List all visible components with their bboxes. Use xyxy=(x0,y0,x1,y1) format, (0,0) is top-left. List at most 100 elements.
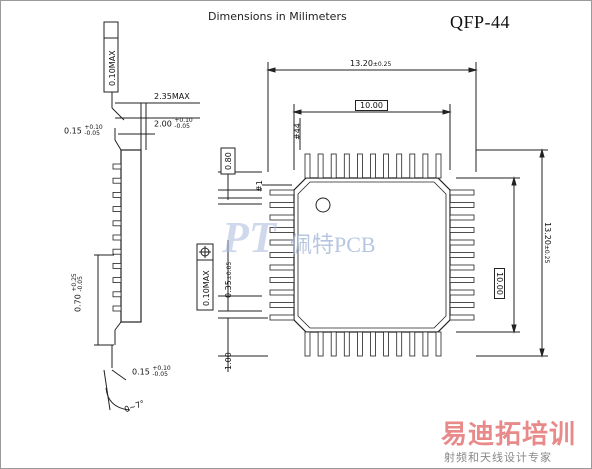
brand-tagline: 射频和天线设计专家 xyxy=(444,451,552,464)
lead-length-label: 1.00 xyxy=(224,352,233,370)
top-lead xyxy=(396,153,403,179)
lead-width-tol: ±0.05 xyxy=(226,261,233,281)
left-lead xyxy=(269,302,295,308)
side-lead xyxy=(112,277,122,284)
overall-height-tol: ±0.25 xyxy=(543,244,550,264)
bottom-lead xyxy=(356,331,363,357)
side-lead xyxy=(112,248,122,255)
side-lead xyxy=(112,262,122,269)
left-lead xyxy=(269,289,295,296)
foot-length-value: 0.70 xyxy=(73,294,83,312)
foot-tol-dn: -0.05 xyxy=(77,276,84,292)
top-lead xyxy=(422,153,429,179)
foot-length-label: 0.70 +0.25 -0.05 xyxy=(71,273,84,312)
right-lead xyxy=(449,289,475,296)
standoff-label: 0.15 +0.10 -0.05 xyxy=(64,125,103,137)
right-lead xyxy=(449,264,475,271)
lead-thickness-value: 0.15 xyxy=(132,367,150,377)
standoff-value: 0.15 xyxy=(64,126,82,136)
pin1-label: #1 xyxy=(255,180,264,192)
standoff-tol-dn: -0.05 xyxy=(84,130,100,137)
overall-width-label: 13.20±0.25 xyxy=(350,59,391,68)
left-lead xyxy=(269,277,295,283)
height-max-label: 2.35MAX xyxy=(154,92,190,101)
lead-thickness-label: 0.15 +0.10 -0.05 xyxy=(132,366,171,378)
bottom-lead xyxy=(304,331,311,357)
top-lead xyxy=(409,153,416,179)
bottom-lead xyxy=(409,331,416,357)
left-lead xyxy=(269,239,295,246)
side-lead xyxy=(112,234,122,241)
top-lead xyxy=(343,153,350,179)
right-lead xyxy=(449,277,475,283)
position-tolerance-label: 0.10MAX xyxy=(202,270,211,306)
body-height-top-label: 10.00 xyxy=(494,268,505,299)
side-lead xyxy=(112,177,122,184)
lead-thickness-tol-up: +0.10 xyxy=(152,365,171,372)
body-height-tol-up: +0.10 xyxy=(174,117,193,124)
left-lead xyxy=(269,189,295,196)
left-lead xyxy=(269,214,295,221)
bottom-lead xyxy=(383,331,390,357)
bottom-lead xyxy=(396,331,403,357)
brand-logo-text: 易迪拓培训 xyxy=(441,420,577,450)
overall-width-tol: ±0.25 xyxy=(372,61,392,68)
top-lead xyxy=(356,153,363,179)
right-lead xyxy=(449,202,475,208)
right-lead xyxy=(449,189,475,196)
side-leads xyxy=(112,163,122,312)
top-leads xyxy=(269,153,475,357)
top-lead xyxy=(383,153,390,179)
side-view xyxy=(94,21,200,411)
side-lead xyxy=(112,163,122,170)
top-lead xyxy=(330,153,337,179)
right-lead xyxy=(449,302,475,308)
watermark-logo: PT xyxy=(222,213,276,262)
bottom-lead xyxy=(343,331,350,357)
lead-width-label: 0.35±0.05 xyxy=(224,262,233,298)
top-lead xyxy=(317,153,324,179)
lead-thickness-tol-dn: -0.05 xyxy=(152,371,168,378)
left-lead xyxy=(269,252,295,258)
right-lead xyxy=(449,214,475,221)
body-height-value: 2.00 xyxy=(154,119,172,129)
right-lead xyxy=(449,239,475,246)
bottom-lead xyxy=(422,331,429,357)
right-lead xyxy=(449,314,475,321)
body-height-tol-dn: -0.05 xyxy=(174,123,190,130)
flatness-tolerance-label: 0.10MAX xyxy=(108,50,117,86)
right-lead xyxy=(449,227,475,233)
bottom-lead xyxy=(330,331,337,357)
side-lead xyxy=(112,191,122,198)
left-lead xyxy=(269,227,295,233)
body-height-label: 2.00 +0.10 -0.05 xyxy=(154,118,193,130)
watermark-text: 佩特PCB xyxy=(290,232,376,257)
lead-width-value: 0.35 xyxy=(224,280,233,298)
drawing-title: Dimensions in Milimeters xyxy=(208,10,347,23)
pitch-box xyxy=(220,147,236,175)
flatness-tolerance-box xyxy=(103,21,119,93)
bottom-lead xyxy=(435,331,442,357)
top-lead xyxy=(304,153,311,179)
package-name: QFP-44 xyxy=(450,12,511,32)
top-lead xyxy=(370,153,376,179)
overall-height-label: 13.20±0.25 xyxy=(543,222,552,263)
side-lead xyxy=(112,206,122,213)
left-lead xyxy=(269,314,295,321)
overall-width-value: 13.20 xyxy=(350,59,373,68)
left-lead xyxy=(269,202,295,208)
side-lead xyxy=(112,220,122,227)
left-lead xyxy=(269,264,295,271)
standoff-tol-up: +0.10 xyxy=(84,124,103,131)
side-body xyxy=(120,149,142,323)
body-width-label: 10.00 xyxy=(355,100,388,111)
bottom-lead xyxy=(370,331,376,357)
pitch-label: 0.80 xyxy=(224,152,233,170)
top-view xyxy=(196,62,548,372)
side-lead xyxy=(112,305,122,312)
top-lead xyxy=(435,153,442,179)
side-lead xyxy=(112,291,122,298)
pin44-label: #44 xyxy=(293,123,302,140)
bottom-lead xyxy=(317,331,324,357)
overall-height-value: 13.20 xyxy=(543,222,552,245)
